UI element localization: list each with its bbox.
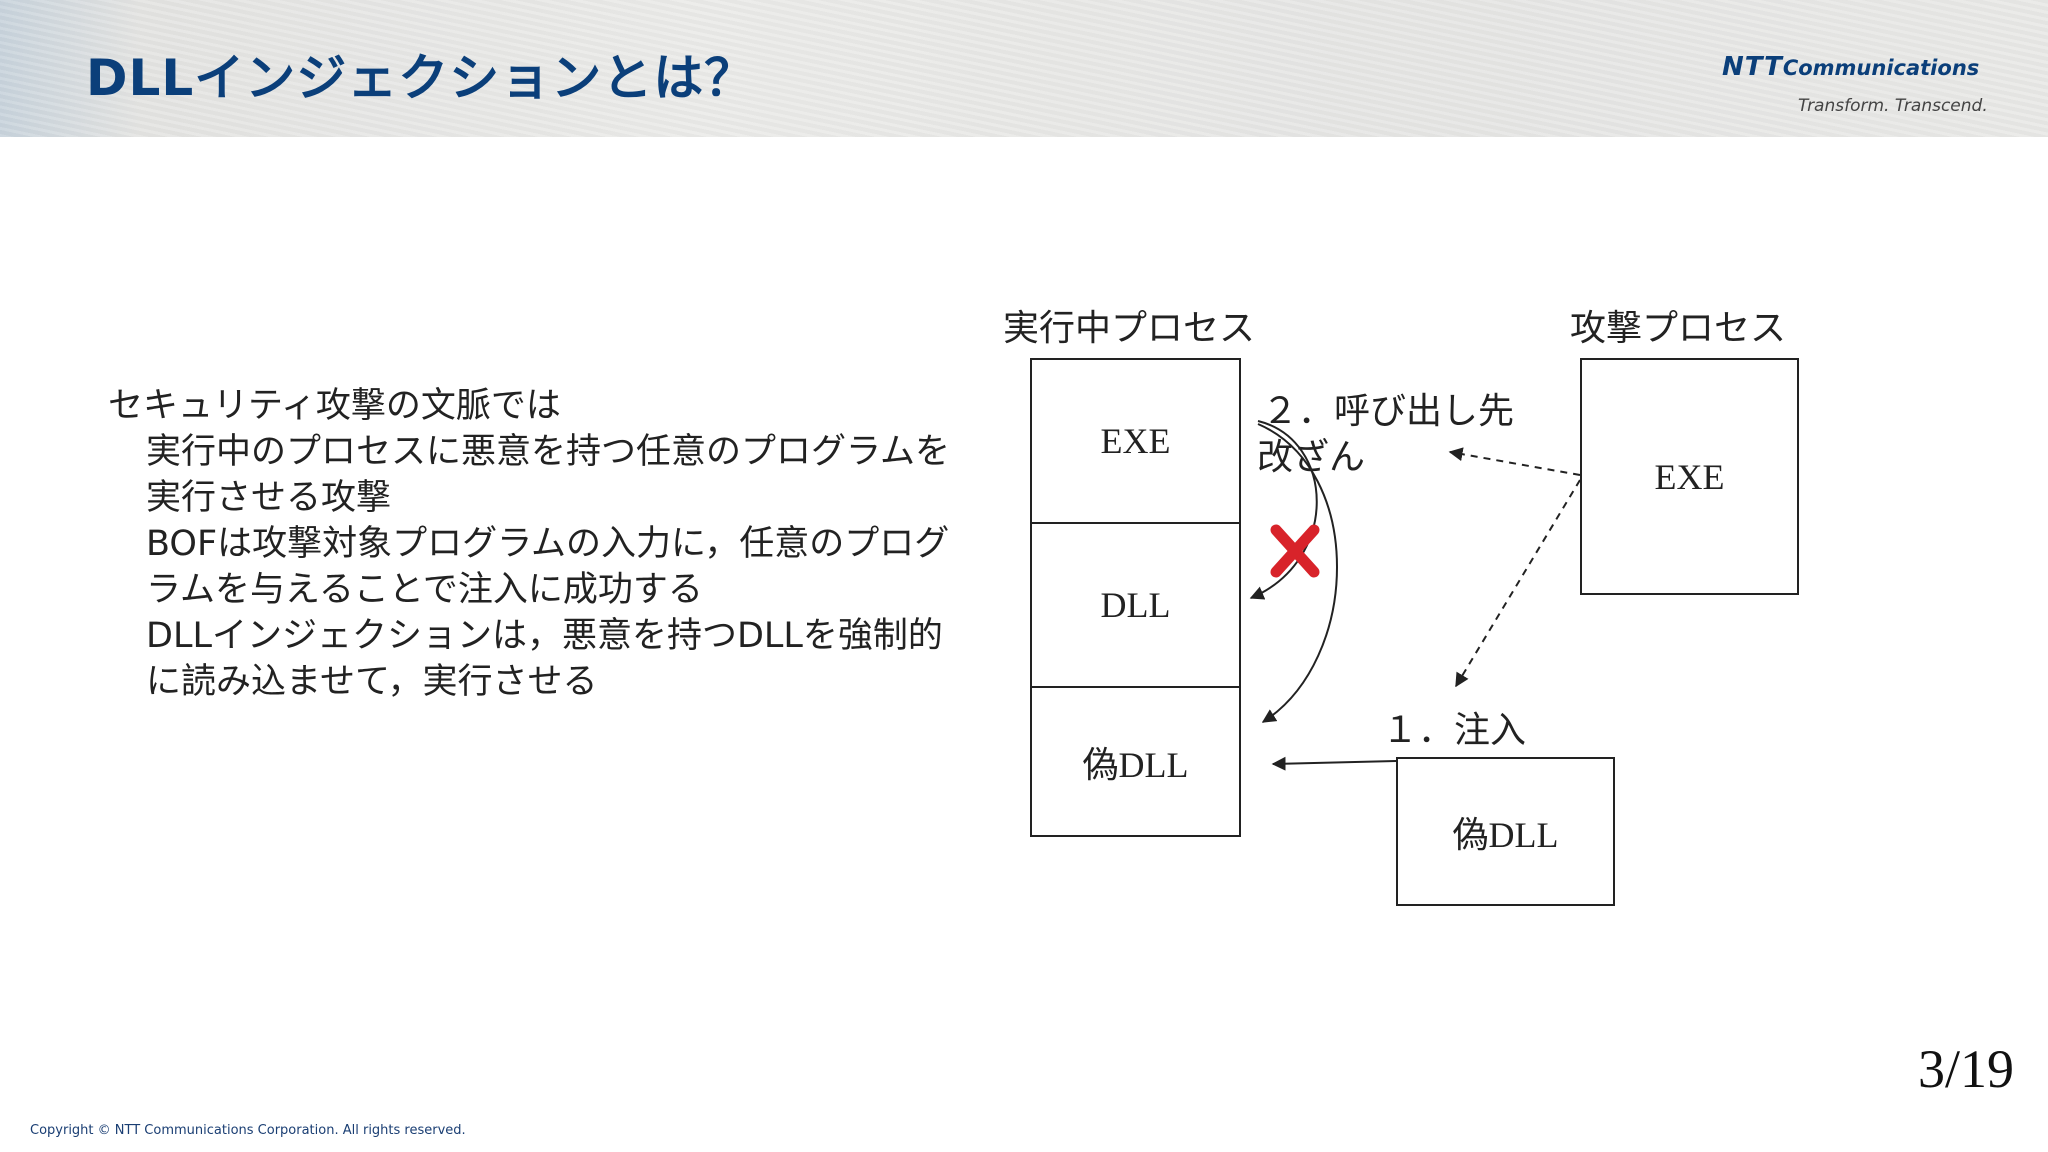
attack-exe-box: EXE xyxy=(1580,358,1799,595)
dashed-arrow-to-inject xyxy=(1455,479,1581,688)
slide-title: DLLインジェクションとは？ xyxy=(86,49,756,107)
running-fake-dll-box: 偽DLL xyxy=(1030,686,1241,837)
body-line-3: BOFは攻撃対象プログラムの入力に，任意のプログラムを与えることで注入に成功する xyxy=(146,524,950,610)
body-line-4: DLLインジェクションは，悪意を持つDLLを強制的に読み込ませて，実行させる xyxy=(146,616,943,702)
step2-label-line1: ２．呼び出し先 xyxy=(1262,391,1515,432)
attack-process-label: 攻撃プロセス xyxy=(1570,308,1787,349)
running-exe-box: EXE xyxy=(1030,358,1241,524)
body-line-1: セキュリティ攻撃の文脈では xyxy=(108,386,561,426)
copyright: Copyright © NTT Communications Corporati… xyxy=(30,1123,466,1138)
slide-header: DLLインジェクションとは？ NTTCommunications Transfo… xyxy=(0,0,2048,137)
dashed-arrow-to-tamper xyxy=(1448,447,1581,476)
logo-communications: Communications xyxy=(1782,56,1980,80)
ntt-logo: NTTCommunications xyxy=(1722,52,1979,82)
logo-ntt: NTT xyxy=(1722,52,1783,82)
inject-arrow xyxy=(1271,756,1397,771)
x-mark-icon xyxy=(1270,524,1320,578)
original-call-arrow xyxy=(1249,420,1318,600)
injected-fake-dll-box: 偽DLL xyxy=(1396,757,1615,906)
running-dll-box: DLL xyxy=(1030,522,1241,688)
body-text: セキュリティ攻撃の文脈では 実行中のプロセスに悪意を持つ任意のプログラムを実行さ… xyxy=(108,383,968,705)
body-line-2: 実行中のプロセスに悪意を持つ任意のプログラムを実行させる攻撃 xyxy=(146,432,950,518)
tampered-call-arrow xyxy=(1257,423,1338,723)
logo-tagline: Transform. Transcend. xyxy=(1798,96,1988,116)
page-number: 3/19 xyxy=(1918,1039,2015,1099)
running-process-label: 実行中プロセス xyxy=(1003,308,1256,349)
step1-label: １．注入 xyxy=(1382,710,1527,751)
